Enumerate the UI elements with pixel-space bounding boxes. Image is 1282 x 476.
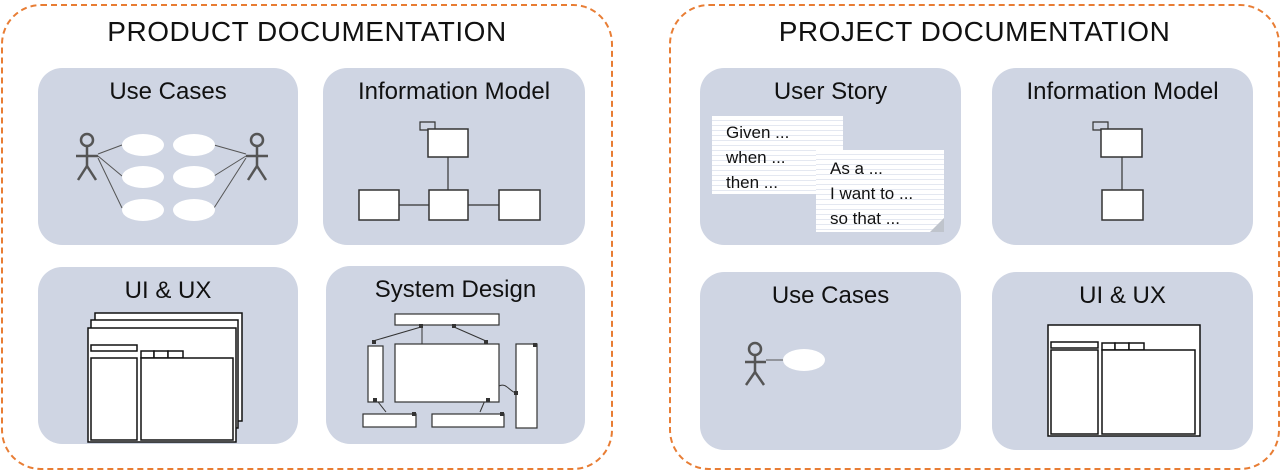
card-title: System Design [374,276,537,303]
card-product-system-design: System Design [326,266,585,444]
card-project-user-story: User Story Given ... when ... then ... A… [700,68,961,245]
card-title: UI & UX [1079,282,1166,309]
system-design-diagram-icon [362,313,538,429]
window-mockup-icon [1047,324,1201,437]
note-line: As a ... [830,159,883,178]
card-project-information-model: Information Model [992,68,1253,245]
group-title: PROJECT DOCUMENTATION [778,16,1171,47]
page-curl-icon [930,218,944,232]
card-title: Use Cases [771,282,890,309]
group-title: PRODUCT DOCUMENTATION [107,16,507,47]
card-product-use-cases: Use Cases [38,68,298,245]
product-documentation-group: PRODUCT DOCUMENTATION [1,4,613,470]
card-project-ui-ux: UI & UX [992,272,1253,450]
as-a-i-want-note: As a ... I want to ... so that ... [816,150,944,232]
card-title: User Story [773,78,888,105]
class-diagram-icon [1092,121,1144,221]
stacked-window-mockup-icon [87,312,243,443]
use-case-actor-icon [744,341,825,386]
note-line: when ... [726,148,786,167]
project-documentation-group: PROJECT DOCUMENTATION [669,4,1280,470]
card-title: Use Cases [109,78,227,105]
note-line: so that ... [830,209,900,228]
card-product-ui-ux: UI & UX [38,267,298,444]
card-title: Information Model [357,78,551,105]
card-title: Information Model [1026,78,1219,105]
note-line: I want to ... [830,184,914,203]
note-line: then ... [726,173,778,192]
note-line: Given ... [726,123,790,142]
card-project-use-cases: Use Cases [700,272,961,450]
class-diagram-icon [358,121,541,221]
card-title: UI & UX [124,277,212,304]
use-case-diagram-icon [76,132,268,221]
card-product-information-model: Information Model [323,68,585,245]
